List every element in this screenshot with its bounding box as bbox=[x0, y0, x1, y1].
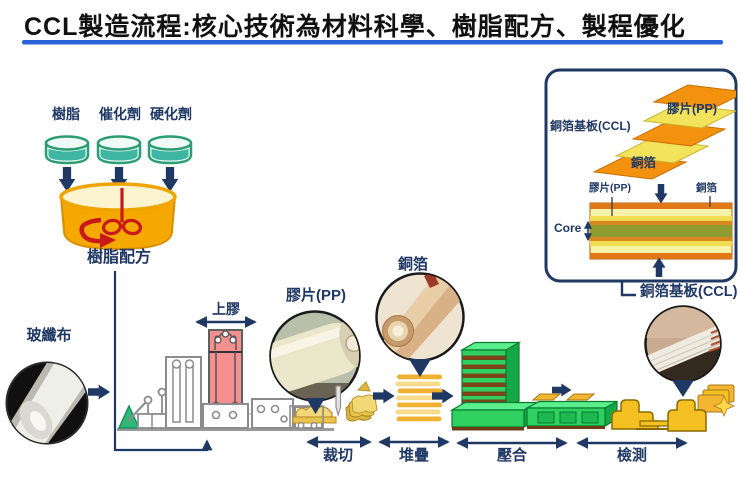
resin-beaker-icon bbox=[44, 135, 90, 165]
ccl-structure-inset bbox=[544, 68, 738, 283]
label-step-pressing: 壓合 bbox=[496, 447, 527, 464]
flow-arrow-icon bbox=[373, 388, 395, 404]
hardener-beaker-icon bbox=[147, 135, 193, 165]
coating-oven-icon bbox=[208, 329, 243, 411]
label-step-stacking: 堆疊 bbox=[398, 447, 429, 464]
mixing-bowl-icon bbox=[59, 182, 177, 251]
label-cross-prepreg: 膠片(PP) bbox=[589, 182, 631, 194]
pointer-triangle-icon bbox=[672, 380, 694, 397]
resin-feed-connector bbox=[113, 271, 213, 452]
catalyst-beaker-icon bbox=[96, 135, 142, 165]
cutting-knife-icon bbox=[335, 385, 342, 418]
label-inset-ccl: 銅箔基板(CCL) bbox=[550, 119, 631, 133]
rotate-arrow-icon bbox=[79, 217, 103, 244]
pointer-triangle-icon bbox=[409, 359, 431, 377]
page-title: CCL製造流程:核心技術為材料科學、樹脂配方、製程優化 bbox=[24, 13, 686, 41]
label-step-cutting: 裁切 bbox=[322, 447, 353, 464]
copper-foil-photo bbox=[375, 272, 465, 377]
inset-caption-connector bbox=[620, 281, 636, 297]
label-resin-formula: 樹脂配方 bbox=[86, 249, 151, 266]
label-cross-copper: 銅箔 bbox=[696, 182, 717, 194]
step-span-arrows bbox=[306, 436, 688, 449]
label-glass-cloth: 玻纖布 bbox=[26, 327, 72, 344]
stacked-sheets-icon bbox=[395, 374, 443, 422]
label-resin: 樹脂 bbox=[52, 106, 80, 122]
label-inset-copper: 銅箔 bbox=[631, 156, 657, 170]
glass-cloth-photo bbox=[5, 361, 89, 445]
pointer-triangle-icon bbox=[306, 398, 325, 414]
label-coating: 上膠 bbox=[212, 301, 240, 317]
label-inset-prepreg: 膠片(PP) bbox=[667, 102, 718, 116]
title-underline bbox=[22, 40, 723, 45]
label-ccl-output: 銅箔基板(CCL) bbox=[640, 284, 738, 300]
press-machine-icon bbox=[449, 341, 540, 431]
label-cross-core: Core bbox=[554, 221, 582, 235]
label-hardener: 硬化劑 bbox=[150, 106, 192, 122]
press-conveyor-icon bbox=[526, 393, 618, 429]
flow-arrow-icon bbox=[88, 384, 111, 400]
ccl-stack-photo bbox=[644, 305, 722, 397]
unwinder-icon bbox=[117, 404, 141, 429]
cross-section bbox=[584, 196, 733, 260]
label-copper-foil: 銅箔 bbox=[397, 256, 428, 273]
label-step-inspection: 檢測 bbox=[616, 447, 647, 464]
prepreg-roll-photo bbox=[269, 310, 361, 414]
exploded-layers bbox=[592, 84, 736, 180]
sparkle-icon bbox=[712, 394, 736, 418]
label-prepreg: 膠片(PP) bbox=[285, 287, 346, 304]
inspection-machine-icon bbox=[611, 384, 736, 432]
cut-sheets-stack bbox=[345, 381, 378, 422]
label-catalyst: 催化劑 bbox=[99, 106, 141, 122]
prepreg-sheet-exit bbox=[289, 405, 337, 430]
